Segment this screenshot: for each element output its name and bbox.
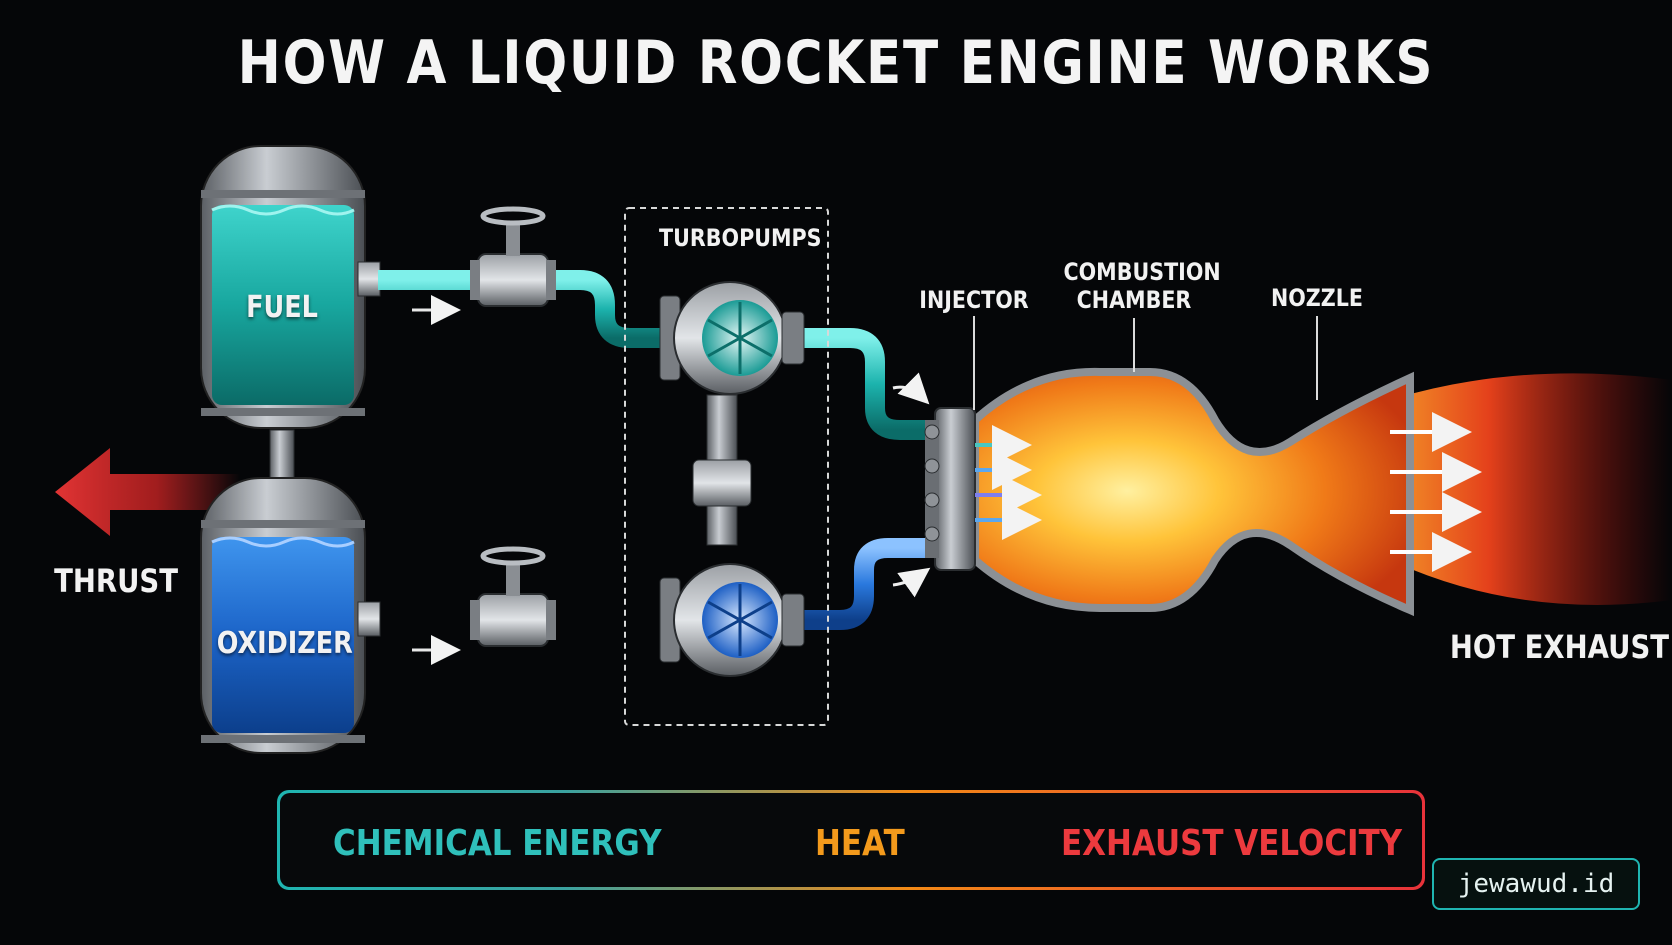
brand-badge: jewawud.id bbox=[1432, 858, 1640, 910]
energy-chain-box: CHEMICAL ENERGY HEAT EXHAUST VELOCITY bbox=[277, 790, 1425, 890]
oxidizer-label: OXIDIZER bbox=[216, 626, 353, 661]
oxidizer-turbopump bbox=[659, 563, 805, 677]
tank-coupling bbox=[269, 429, 295, 483]
combustion-chamber-label-line-2: CHAMBER bbox=[1076, 286, 1192, 314]
fuel-pipe-outlet bbox=[800, 328, 948, 440]
fuel-turbopump bbox=[659, 281, 805, 395]
fuel-valve bbox=[470, 206, 556, 307]
injector-plate bbox=[924, 407, 976, 571]
combustion-chamber-label: COMBUSTION CHAMBER bbox=[1063, 258, 1221, 314]
oxidizer-valve bbox=[470, 546, 556, 647]
oxidizer-tank bbox=[200, 477, 381, 754]
energy-step-heat: HEAT bbox=[815, 823, 905, 864]
energy-step-chemical: CHEMICAL ENERGY bbox=[333, 823, 662, 864]
fuel-inject-arrow bbox=[892, 372, 930, 405]
combustion-chamber bbox=[971, 367, 1414, 617]
exhaust-plume bbox=[1390, 373, 1672, 605]
energy-step-exhaust-velocity: EXHAUST VELOCITY bbox=[1061, 823, 1403, 864]
page-title: HOW A LIQUID ROCKET ENGINE WORKS bbox=[237, 28, 1435, 98]
thrust-arrow bbox=[55, 448, 240, 536]
combustion-chamber-label-line-1: COMBUSTION bbox=[1063, 258, 1221, 286]
hot-exhaust-label: HOT EXHAUST bbox=[1449, 628, 1670, 666]
injector-label: INJECTOR bbox=[919, 286, 1029, 314]
oxidizer-inject-arrow bbox=[892, 567, 931, 598]
fuel-tank bbox=[200, 145, 381, 429]
turbopumps-label: TURBOPUMPS bbox=[659, 224, 822, 252]
fuel-label: FUEL bbox=[246, 290, 318, 325]
turbopumps-frame bbox=[624, 207, 829, 726]
oxidizer-pipe-outlet bbox=[800, 538, 948, 630]
turbine-housing bbox=[692, 459, 752, 507]
injector-spray bbox=[975, 425, 1042, 540]
energy-chain-inner: CHEMICAL ENERGY HEAT EXHAUST VELOCITY bbox=[280, 793, 1422, 887]
thrust-label: THRUST bbox=[54, 562, 179, 600]
nozzle-label: NOZZLE bbox=[1270, 284, 1363, 312]
fuel-pipe-inlet bbox=[378, 270, 680, 348]
exhaust-arrows bbox=[1390, 412, 1482, 572]
